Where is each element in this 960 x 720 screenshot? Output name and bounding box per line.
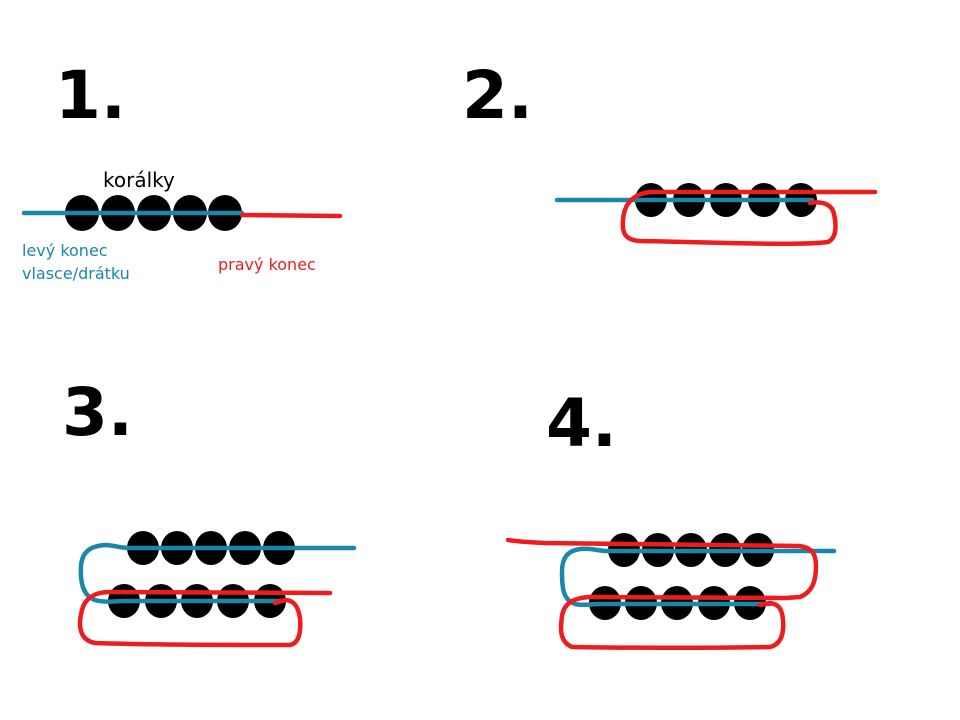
step-4-number: 4.	[546, 385, 617, 462]
step-3: 3.	[62, 374, 357, 648]
step-1-number: 1.	[55, 57, 126, 134]
right-wire-loop	[620, 189, 878, 246]
step-4: 4.	[505, 385, 837, 650]
right-wire-loop	[77, 589, 333, 648]
step-3-number: 3.	[62, 374, 133, 451]
step-1: 1. korálky levý konec vlasce/drátku prav…	[21, 57, 343, 283]
left-end-label-line1: levý konec	[22, 241, 108, 260]
step-2: 2.	[462, 57, 878, 246]
left-wire-loop	[78, 542, 357, 604]
beads-label: korálky	[103, 168, 175, 192]
right-wire-end	[239, 212, 343, 219]
right-end-label: pravý konec	[218, 255, 316, 274]
step-2-number: 2.	[462, 57, 533, 134]
left-end-label-line2: vlasce/drátku	[22, 264, 130, 283]
right-wire-loop	[505, 537, 819, 650]
left-wire-loop	[559, 546, 837, 608]
